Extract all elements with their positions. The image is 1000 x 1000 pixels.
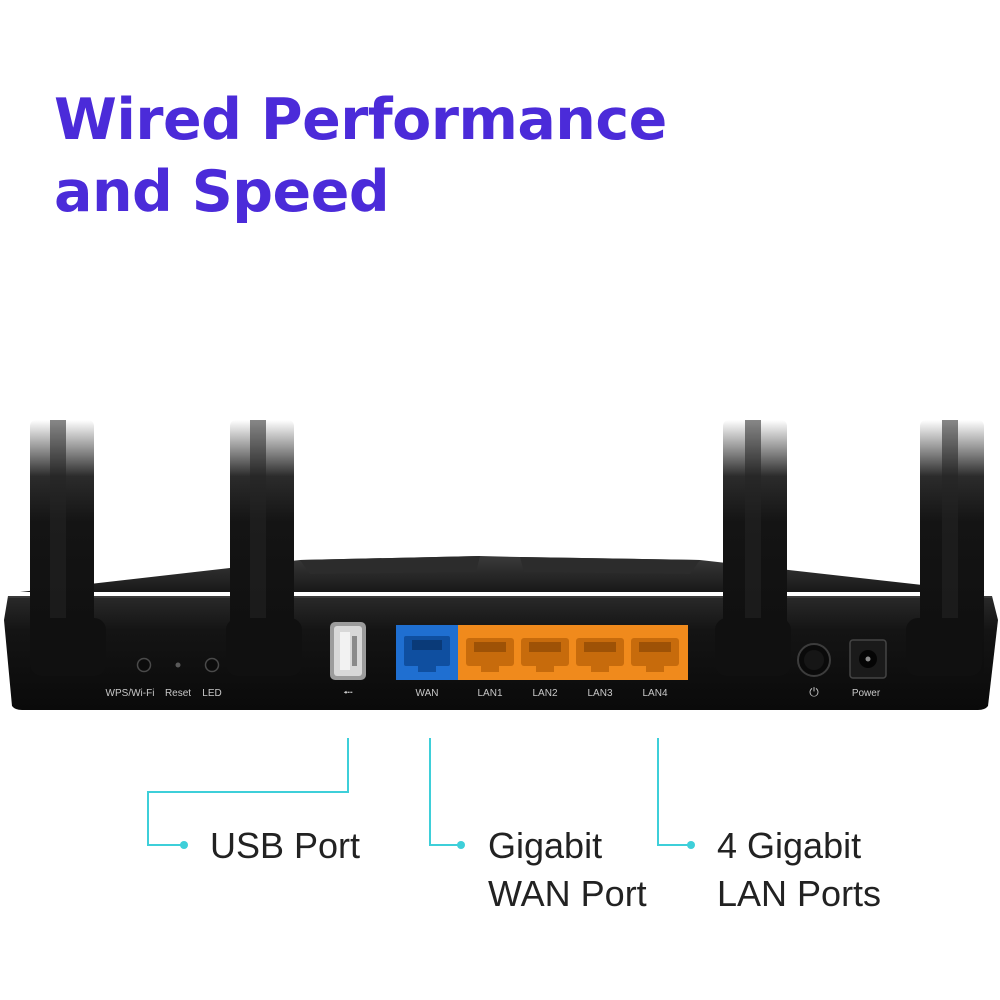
usb-callout-dot xyxy=(180,841,188,849)
lan-callout-dot xyxy=(687,841,695,849)
lan1-label: LAN1 xyxy=(477,688,503,699)
wan-callout-line-2: WAN Port xyxy=(488,873,647,914)
power-button xyxy=(797,643,831,677)
callout-lines xyxy=(147,738,690,846)
wps-label: WPS/Wi-Fi xyxy=(105,688,155,699)
power-symbol-label: ⏻ xyxy=(809,685,819,699)
usb-symbol-label: ⭪ xyxy=(343,685,353,700)
headline-line-1: Wired Performance xyxy=(54,87,667,153)
lan-port-block xyxy=(458,625,688,680)
usb-callout-line xyxy=(147,738,349,846)
wan-port xyxy=(396,625,458,680)
antenna-3 xyxy=(715,420,791,676)
led-button xyxy=(204,657,220,673)
wan-callout-dot xyxy=(457,841,465,849)
headline: Wired Performance and Speed xyxy=(54,84,667,228)
lan-callout-line-1: 4 Gigabit xyxy=(717,825,862,866)
usb-callout-line-1: USB Port xyxy=(210,825,361,866)
router-top-surface xyxy=(20,556,985,592)
reset-label: Reset xyxy=(164,688,192,699)
lan-callout-line xyxy=(657,738,690,846)
lan4-label: LAN4 xyxy=(642,688,668,699)
antenna-1 xyxy=(30,420,106,676)
wps-button xyxy=(136,657,152,673)
wan-label: WAN xyxy=(415,688,439,699)
wan-callout-line xyxy=(429,738,460,846)
lan-callout-text: 4 Gigabit LAN Ports xyxy=(717,822,881,918)
reset-pinhole xyxy=(175,662,181,668)
antenna-2 xyxy=(226,420,302,676)
headline-line-2: and Speed xyxy=(54,159,390,225)
usb-port xyxy=(330,622,366,680)
lan3-port xyxy=(576,638,624,672)
lan2-port xyxy=(521,638,569,672)
lan-callout-line-2: LAN Ports xyxy=(717,873,882,914)
power-jack xyxy=(849,639,887,679)
led-label: LED xyxy=(202,688,222,699)
lan1-port xyxy=(466,638,514,672)
wan-callout-line-1: Gigabit xyxy=(488,825,603,866)
wan-callout-text: Gigabit WAN Port xyxy=(488,822,647,918)
power-label: Power xyxy=(851,688,881,699)
lan4-port xyxy=(631,638,679,672)
lan3-label: LAN3 xyxy=(587,688,613,699)
antenna-4 xyxy=(906,420,984,676)
lan2-label: LAN2 xyxy=(532,688,558,699)
usb-callout-text: USB Port xyxy=(210,822,360,870)
